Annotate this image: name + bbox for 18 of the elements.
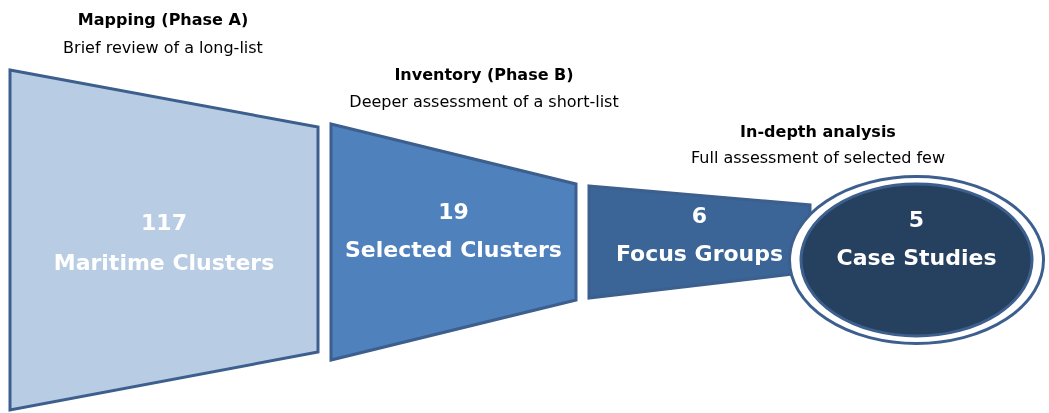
stage-label: Maritime Clusters [52,249,276,277]
ellipse-node [788,175,1045,345]
funnel-stage [331,124,576,360]
stage-count: 6 [690,202,709,230]
phase-description: Brief review of a long-list [63,38,263,58]
stage-label: Case Studies [835,244,998,272]
stage-count: 19 [437,198,470,226]
phase-description: Deeper assessment of a short-list [349,92,619,112]
stage-count: 117 [140,209,188,237]
phase-heading: Inventory (Phase B) [394,65,574,85]
stage-label: Selected Clusters [344,236,563,264]
phase-heading: In-depth analysis [740,122,896,142]
stage-label: Focus Groups [614,240,785,268]
funnel-stage [589,186,810,298]
stage-count: 5 [907,206,926,234]
funnel-stage [10,70,318,410]
phase-description: Full assessment of selected few [690,148,946,168]
phase-heading: Mapping (Phase A) [77,10,249,30]
